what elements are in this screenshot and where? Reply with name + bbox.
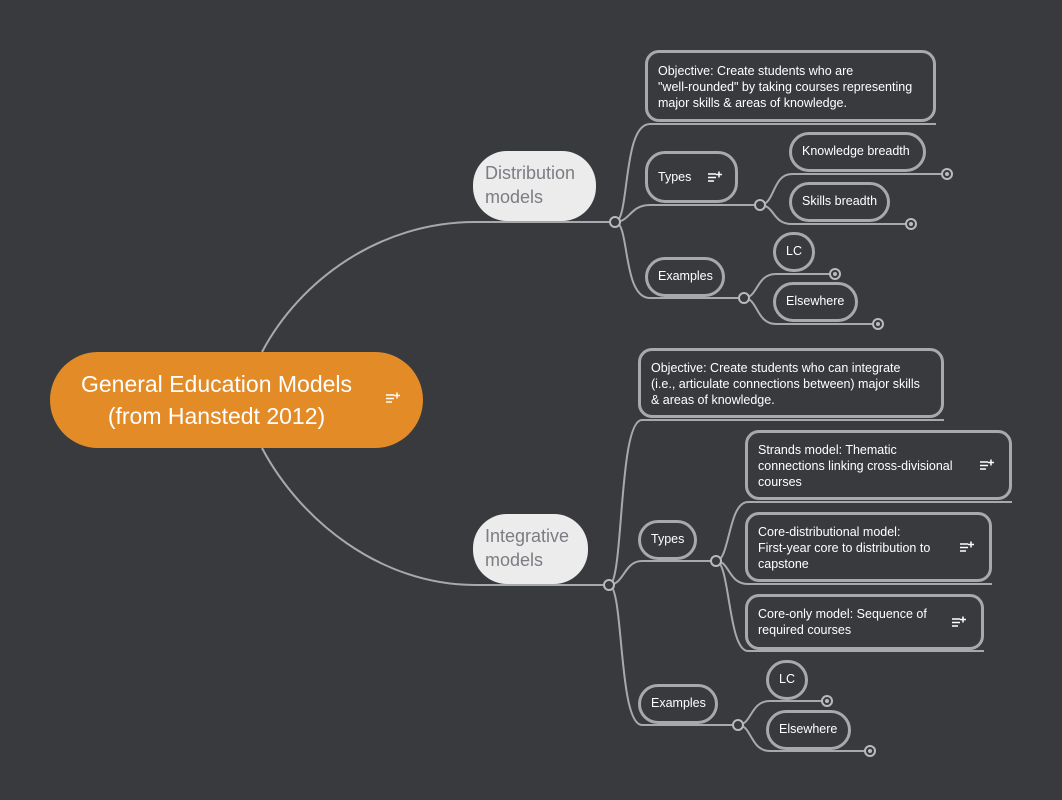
core-distributional-line-3: capstone — [758, 557, 809, 571]
integrative-objective-topic[interactable]: Objective: Create students who can integ… — [638, 348, 944, 418]
note-icon[interactable] — [708, 171, 722, 184]
dist-lc-expand-dot[interactable] — [829, 268, 841, 280]
note-icon[interactable] — [952, 616, 966, 629]
distribution-types-collapse-toggle[interactable] — [754, 199, 766, 211]
integrative-lc-topic[interactable]: LC — [766, 660, 808, 700]
int-elsewhere-expand-dot[interactable] — [864, 745, 876, 757]
distribution-elsewhere-topic[interactable]: Elsewhere — [773, 282, 858, 322]
skills-breadth-expand-dot[interactable] — [905, 218, 917, 230]
strands-model-line-2: connections linking cross-divisional — [758, 459, 953, 473]
note-icon[interactable] — [980, 459, 994, 472]
distribution-lc-topic[interactable]: LC — [773, 232, 815, 272]
distribution-label-line-2: models — [485, 187, 544, 207]
note-icon[interactable] — [386, 392, 400, 405]
distribution-types-label: Types — [658, 170, 692, 184]
distribution-objective-line-3: major skills & areas of knowledge. — [658, 96, 847, 110]
distribution-types-topic[interactable]: Types — [645, 151, 738, 203]
strands-model-line-3: courses — [758, 475, 802, 489]
dist-elsewhere-expand-dot[interactable] — [872, 318, 884, 330]
distribution-objective-line-1: Objective: Create students who are — [658, 64, 854, 78]
int-lc-expand-dot[interactable] — [821, 695, 833, 707]
note-icon[interactable] — [960, 541, 974, 554]
distribution-examples-label: Examples — [658, 269, 713, 283]
distribution-elsewhere-label: Elsewhere — [786, 294, 845, 308]
integrative-elsewhere-topic[interactable]: Elsewhere — [766, 710, 851, 750]
distribution-label-line-1: Distribution — [485, 163, 576, 183]
strands-model-line-1: Strands model: Thematic — [758, 443, 897, 457]
knowledge-breadth-expand-dot[interactable] — [941, 168, 953, 180]
root-title-line-1: General Education Models — [80, 371, 353, 397]
core-distributional-line-1: Core-distributional model: — [758, 525, 901, 539]
integrative-objective-line-2: (i.e., articulate connections between) m… — [651, 377, 920, 391]
distribution-objective-topic[interactable]: Objective: Create students who are "well… — [645, 50, 936, 122]
integrative-collapse-toggle[interactable] — [603, 579, 615, 591]
root-title-line-2: (from Hanstedt 2012) — [107, 403, 326, 429]
core-distributional-line-2: First-year core to distribution to — [758, 541, 931, 555]
integrative-examples-collapse-toggle[interactable] — [732, 719, 744, 731]
core-only-model-topic[interactable]: Core-only model: Sequence of required co… — [745, 594, 984, 650]
integrative-examples-label: Examples — [651, 696, 706, 710]
skills-breadth-topic[interactable]: Skills breadth — [789, 182, 890, 222]
integrative-elsewhere-label: Elsewhere — [779, 722, 838, 736]
skills-breadth-label: Skills breadth — [802, 194, 878, 208]
integrative-types-label: Types — [651, 532, 685, 546]
strands-model-topic[interactable]: Strands model: Thematic connections link… — [745, 430, 1012, 500]
knowledge-breadth-label: Knowledge breadth — [802, 144, 910, 158]
integrative-models-topic[interactable]: Integrative models — [473, 514, 588, 584]
distribution-examples-collapse-toggle[interactable] — [738, 292, 750, 304]
integrative-examples-topic[interactable]: Examples — [638, 684, 718, 724]
core-only-line-1: Core-only model: Sequence of — [758, 607, 927, 621]
integrative-objective-line-3: & areas of knowledge. — [651, 393, 775, 407]
integrative-label-line-2: models — [485, 550, 544, 570]
distribution-examples-topic[interactable]: Examples — [645, 257, 725, 297]
integrative-lc-label: LC — [779, 672, 795, 686]
core-distributional-model-topic[interactable]: Core-distributional model: First-year co… — [745, 512, 992, 582]
distribution-objective-line-2: "well-rounded" by taking courses represe… — [658, 80, 913, 94]
distribution-models-topic[interactable]: Distribution models — [473, 151, 596, 221]
root-topic[interactable]: General Education Models (from Hanstedt … — [50, 352, 423, 448]
integrative-types-collapse-toggle[interactable] — [710, 555, 722, 567]
distribution-lc-label: LC — [786, 244, 802, 258]
integrative-label-line-1: Integrative — [485, 526, 570, 546]
core-only-line-2: required courses — [758, 623, 852, 637]
integrative-objective-line-1: Objective: Create students who can integ… — [651, 361, 901, 375]
knowledge-breadth-topic[interactable]: Knowledge breadth — [789, 132, 926, 172]
distribution-collapse-toggle[interactable] — [609, 216, 621, 228]
integrative-types-topic[interactable]: Types — [638, 520, 697, 560]
